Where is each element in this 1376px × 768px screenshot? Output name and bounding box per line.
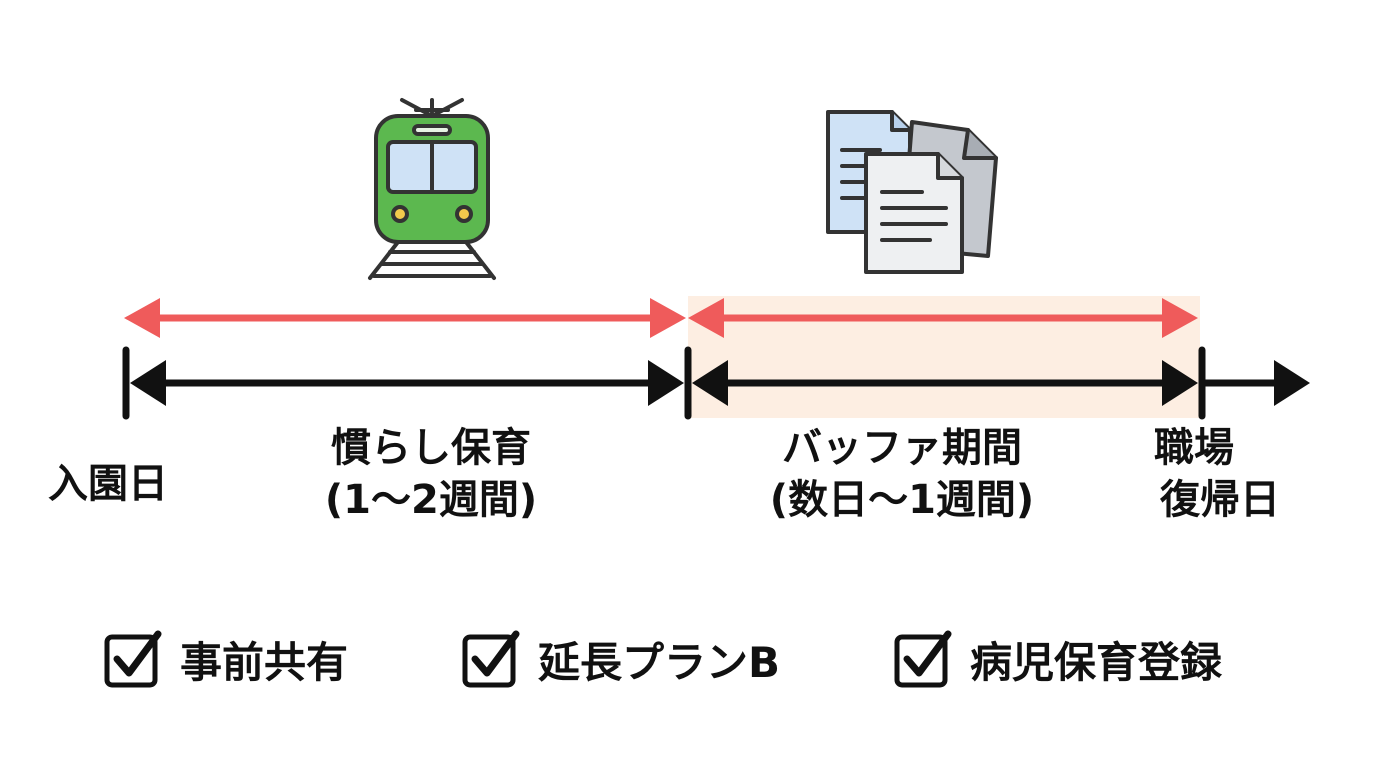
train-icon <box>368 98 496 280</box>
return-label-line2: 復帰日 <box>1160 477 1280 523</box>
checklist-item: 病児保育登録 <box>894 628 1222 690</box>
checklist-item: 事前共有 <box>104 628 348 690</box>
checklist-label: 病児保育登録 <box>970 637 1223 687</box>
checkbox-checked-icon <box>894 630 952 688</box>
phase1-title: 慣らし保育 <box>331 425 531 471</box>
phase2-title: バッファ期間 <box>782 425 1022 471</box>
checklist-label: 事前共有 <box>180 637 349 687</box>
red-span-arrow-phase2 <box>688 298 1198 338</box>
phase1-duration: (1〜2週間) <box>324 477 538 523</box>
checklist-label: 延長プランB <box>538 637 781 687</box>
phase2-duration: (数日〜1週間) <box>769 477 1035 523</box>
checkbox-checked-icon <box>104 630 162 688</box>
documents-icon <box>826 110 998 274</box>
checklist-item: 延長プランB <box>462 628 780 690</box>
return-label-line1: 職場 <box>1154 425 1234 471</box>
checkbox-checked-icon <box>462 630 520 688</box>
buffer-period-band <box>688 296 1200 418</box>
start-date-label: 入園日 <box>48 461 168 507</box>
phase1-label: 慣らし保育 (1〜2週間) <box>300 422 562 526</box>
phase2-label: バッファ期間 (数日〜1週間) <box>732 422 1072 526</box>
timeline-axis <box>122 346 1310 420</box>
return-to-work-label: 職場 復帰日 <box>1140 422 1300 526</box>
red-span-arrow-phase1 <box>124 298 686 338</box>
